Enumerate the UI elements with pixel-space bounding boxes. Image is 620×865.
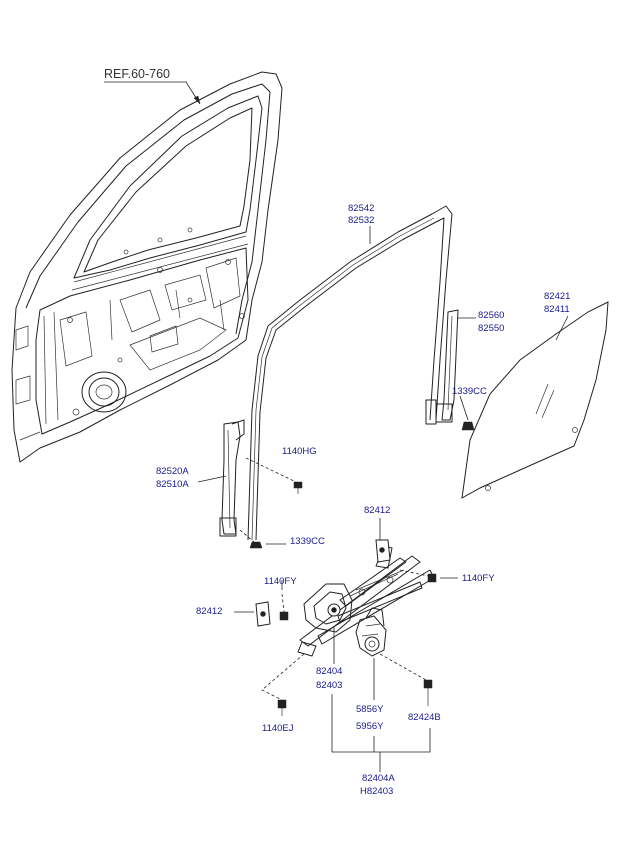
ref-label: REF.60-760 (104, 67, 170, 81)
label-82421: 82421 (544, 291, 570, 302)
nut-1339cc-rear (459, 395, 475, 431)
label-82424b: 82424B (408, 712, 441, 723)
label-82532: 82532 (348, 215, 374, 226)
glass-run-channel (247, 205, 453, 541)
label-82404: 82404 (316, 666, 342, 677)
front-channel (219, 419, 245, 537)
label-1140ej: 1140EJ (262, 723, 294, 734)
label-1339cc-front: 1339CC (290, 536, 325, 547)
label-82404a: 82404A (362, 773, 395, 784)
label-82510a: 82510A (156, 479, 189, 490)
rear-channel (435, 309, 476, 423)
label-5956y: 5956Y (356, 721, 384, 732)
door-glass (461, 301, 609, 499)
label-h82403: H82403 (360, 786, 393, 797)
label-82560: 82560 (478, 310, 504, 321)
label-1140fy-left: 1140FY (264, 576, 297, 587)
window-regulator (234, 518, 458, 772)
label-1339cc-rear: 1339CC (452, 386, 487, 397)
label-82550: 82550 (478, 323, 504, 334)
label-82412-left: 82412 (196, 606, 222, 617)
label-82412-top: 82412 (364, 505, 390, 516)
label-1140hg: 1140HG (282, 446, 317, 457)
label-5856y: 5856Y (356, 704, 384, 715)
label-82542: 82542 (348, 203, 374, 214)
label-82411: 82411 (544, 304, 570, 315)
label-1140fy-right: 1140FY (462, 573, 495, 584)
nut-1339cc-front (239, 529, 286, 549)
label-82403: 82403 (316, 680, 342, 691)
label-82520a: 82520A (156, 466, 189, 477)
bolt-1140hg (245, 457, 303, 494)
door-panel (11, 71, 283, 463)
